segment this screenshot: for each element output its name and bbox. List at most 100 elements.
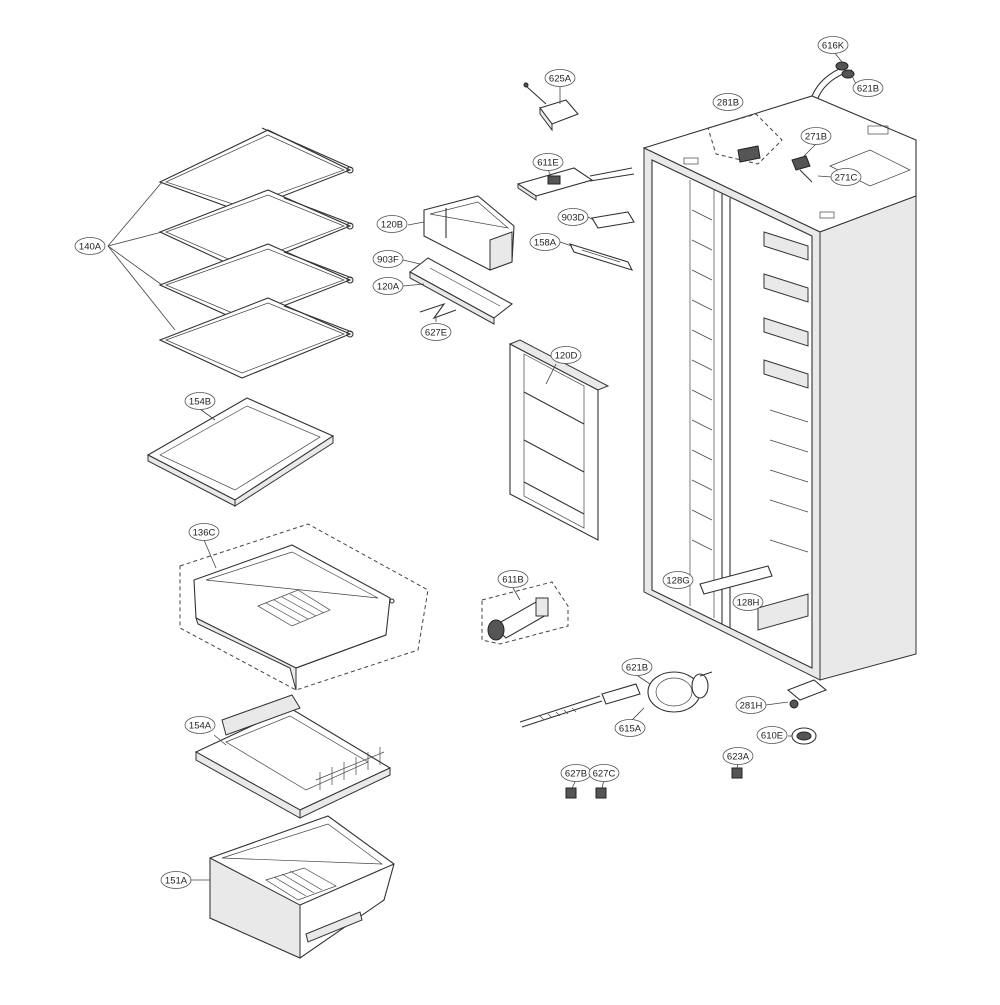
callout-bubble <box>550 346 582 364</box>
callout-label: 154B <box>189 396 211 407</box>
callout-label: 903F <box>377 254 399 265</box>
lamp-assembly-611e <box>516 167 635 201</box>
callout-611b: 611B <box>497 570 529 588</box>
callout-bubble <box>588 764 620 782</box>
callout-281b: 281B <box>712 93 744 111</box>
callout-120d: 120D <box>550 346 582 364</box>
callout-bubble <box>376 215 408 233</box>
callout-bubble <box>830 168 862 186</box>
callout-610e: 610E <box>756 726 788 744</box>
callout-bubble <box>732 593 764 611</box>
callout-bubble <box>160 871 192 889</box>
callout-bubble <box>74 237 106 255</box>
pump-assembly <box>519 671 713 728</box>
callout-label: 158A <box>534 237 557 248</box>
callout-label: 621B <box>857 83 879 94</box>
callout-623a: 623A <box>722 747 754 765</box>
frame-120d <box>508 339 610 541</box>
glass-shelf-4 <box>158 297 354 379</box>
callout-271c: 271C <box>830 168 862 186</box>
callout-label: 627C <box>593 768 616 779</box>
door-bins-right <box>763 231 809 553</box>
callout-label: 281B <box>717 97 739 108</box>
callout-bubble <box>852 79 884 97</box>
callout-bubble <box>372 250 404 268</box>
callout-bubble <box>557 208 589 226</box>
bracket-627e <box>419 302 457 322</box>
callout-615a: 615A <box>614 719 646 737</box>
callout-151a: 151A <box>160 871 192 889</box>
cover-rail <box>315 747 385 790</box>
callout-label: 627B <box>565 768 587 779</box>
callout-bubble <box>420 323 452 341</box>
callout-627c: 627C <box>588 764 620 782</box>
sensor-625a <box>523 82 579 132</box>
callout-128h: 128H <box>732 593 764 611</box>
callout-label: 271C <box>835 172 858 183</box>
panel-903d <box>587 211 635 229</box>
callout-label: 120B <box>381 219 403 230</box>
callout-621b-bottom: 621B <box>621 658 653 676</box>
drawer-floor-grid <box>265 867 337 901</box>
callout-136c: 136C <box>188 523 220 541</box>
callout-label: 154A <box>189 720 212 731</box>
callout-627b: 627B <box>560 764 592 782</box>
callout-label: 128G <box>666 575 689 586</box>
crisper-drawer-136c <box>179 523 429 691</box>
callout-bubble <box>614 719 646 737</box>
part-271c <box>817 175 833 178</box>
callout-625a: 625A <box>544 69 576 87</box>
callout-154b: 154B <box>184 392 216 410</box>
refrigerator-cabinet <box>642 95 917 681</box>
callout-label: 120D <box>555 350 578 361</box>
shelf-frame <box>146 397 335 507</box>
callout-120a: 120A <box>372 277 404 295</box>
callout-bubble <box>184 716 216 734</box>
control-box-120b <box>407 195 515 271</box>
callout-label: 136C <box>193 527 216 538</box>
callout-bubble <box>722 747 754 765</box>
callout-labels: 140A 154B 136C 154A 151A 625A 611E 120B 903D 903F… <box>74 36 884 889</box>
tubes-616k <box>811 51 857 99</box>
callout-154a: 154A <box>184 716 216 734</box>
callout-bubble <box>712 93 744 111</box>
glass-shelf-2 <box>158 189 354 271</box>
filter-611b <box>481 581 569 645</box>
part-281h <box>765 679 828 709</box>
callout-140a: 140A <box>74 237 106 255</box>
callout-label: 271B <box>805 131 827 142</box>
callout-621b-top: 621B <box>852 79 884 97</box>
callout-158a: 158A <box>529 233 561 251</box>
clip-627c <box>595 779 607 799</box>
crisper-grid <box>257 589 331 627</box>
callout-bubble <box>800 127 832 145</box>
clip-627b <box>565 779 577 799</box>
callout-label: 128H <box>737 597 760 608</box>
callout-611e: 611E <box>532 153 564 171</box>
callout-label: 151A <box>165 875 188 886</box>
part-271b <box>791 143 817 183</box>
glass-shelves <box>107 127 354 379</box>
gasket-610e <box>788 727 817 745</box>
callout-627e: 627E <box>420 323 452 341</box>
callout-label: 611E <box>537 157 558 168</box>
glass-shelf-1 <box>158 127 354 213</box>
bracket-158a <box>559 241 634 271</box>
callout-bubble <box>621 658 653 676</box>
glass-shelf-3 <box>158 243 354 323</box>
callout-bubble <box>544 69 576 87</box>
callout-bubble <box>532 153 564 171</box>
callout-label: 281H <box>740 700 763 711</box>
callout-903d: 903D <box>557 208 589 226</box>
callout-label: 625A <box>549 73 572 84</box>
callout-label: 627E <box>425 327 447 338</box>
callout-label: 903D <box>562 212 585 223</box>
callout-281h: 281H <box>735 696 767 714</box>
clip-623a <box>731 763 743 779</box>
callout-label: 610E <box>761 730 783 741</box>
callout-616k: 616K <box>817 36 849 54</box>
callout-bubble <box>817 36 849 54</box>
callout-120b: 120B <box>376 215 408 233</box>
